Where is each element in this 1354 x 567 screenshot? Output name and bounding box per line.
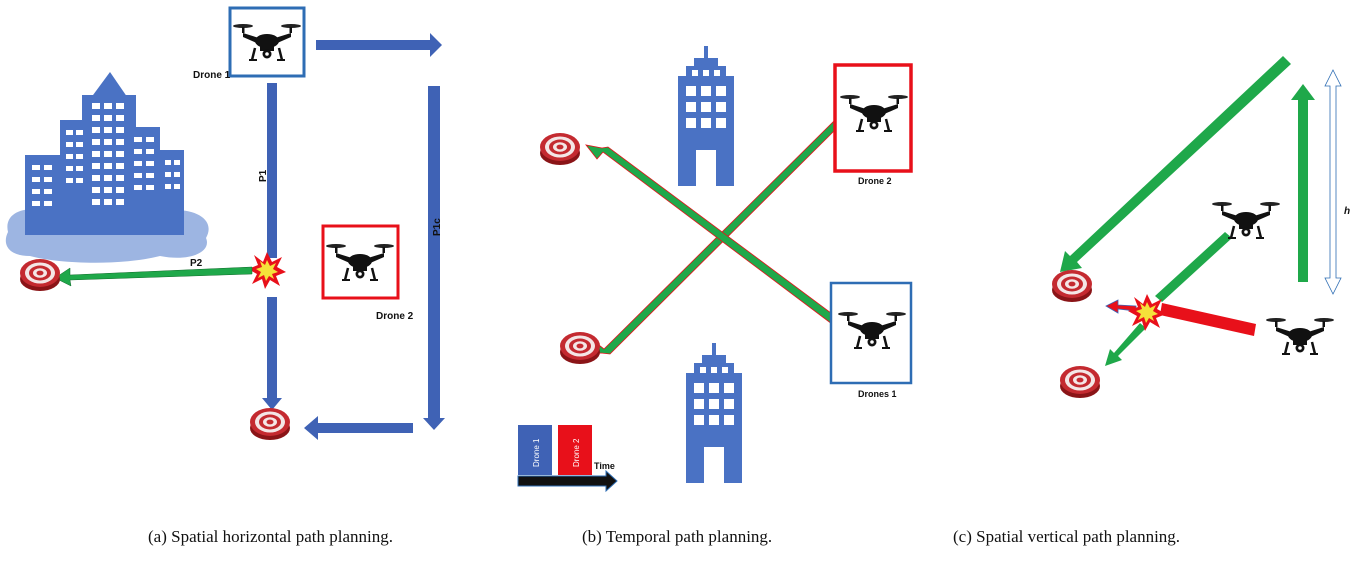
caption-a: (a) Spatial horizontal path planning. xyxy=(148,527,394,546)
target-icon xyxy=(1052,270,1092,302)
route-drone1 xyxy=(585,144,836,325)
timeline-bar-drone2 xyxy=(558,425,592,475)
route-p1-upper xyxy=(267,83,277,258)
building-icon xyxy=(678,46,734,186)
route-alternate xyxy=(1105,323,1146,366)
bar-drone2-label: Drone 2 xyxy=(572,438,581,467)
route-p1c-bottom xyxy=(304,416,413,440)
target-icon xyxy=(540,133,580,165)
panel-c: h xyxy=(1052,56,1350,398)
target-icon xyxy=(250,408,290,440)
figure-canvas: Drone 1 P1 P2 Drone 2 P1c xyxy=(5,6,1350,493)
timeline-bar-drone1 xyxy=(518,425,552,475)
drones1-label: Drones 1 xyxy=(858,389,897,399)
route-descend xyxy=(1060,56,1291,272)
panel-a: Drone 1 P1 P2 Drone 2 P1c xyxy=(5,6,445,440)
drone2-label: Drone 2 xyxy=(858,176,892,186)
route-lower-drone xyxy=(1160,303,1256,336)
route-p1-lower xyxy=(262,297,282,410)
climb-arrow xyxy=(1291,84,1315,282)
time-label: Time xyxy=(594,461,615,471)
route-p2 xyxy=(54,266,253,287)
drone1-label: Drone 1 xyxy=(193,70,231,81)
target-icon xyxy=(560,332,600,364)
height-indicator xyxy=(1324,69,1342,295)
city-icon xyxy=(5,72,209,263)
p1-label: P1 xyxy=(258,169,269,182)
route-upper-drone xyxy=(1155,232,1232,302)
building-icon xyxy=(686,343,742,483)
route-p1c-top xyxy=(316,33,442,57)
drone2-label: Drone 2 xyxy=(376,311,414,322)
drone1-frame xyxy=(829,281,913,385)
drone-icon xyxy=(1264,316,1336,356)
time-axis xyxy=(517,469,618,493)
target-icon xyxy=(20,259,60,291)
explosion-icon xyxy=(248,252,286,289)
p2-label: P2 xyxy=(190,258,203,269)
h-label: h xyxy=(1344,206,1350,217)
caption-c: (c) Spatial vertical path planning. xyxy=(953,527,1181,546)
target-icon xyxy=(1060,366,1100,398)
route-p1c-right xyxy=(423,86,445,430)
caption-b: (b) Temporal path planning. xyxy=(582,527,773,546)
drone-icon xyxy=(1210,200,1282,240)
p1c-label: P1c xyxy=(432,218,443,236)
bar-drone1-label: Drone 1 xyxy=(532,438,541,467)
panel-b: Drone 2 Drones 1 Drone 1 Drone 2 Time xyxy=(517,46,913,493)
